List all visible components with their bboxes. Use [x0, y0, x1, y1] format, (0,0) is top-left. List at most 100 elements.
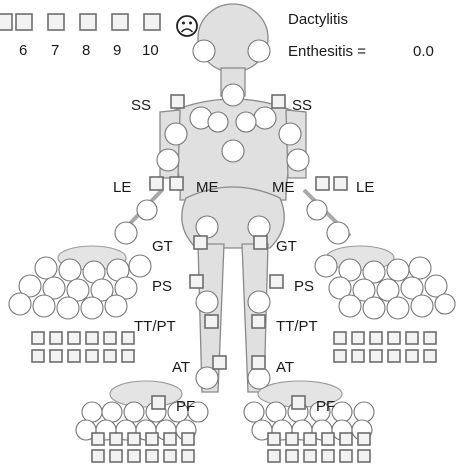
site-box-me-right[interactable]: [316, 177, 329, 190]
site-box-me-left[interactable]: [170, 177, 183, 190]
digit-box[interactable]: [370, 350, 382, 362]
joint-circle[interactable]: [287, 149, 309, 171]
digit-box[interactable]: [358, 450, 370, 462]
site-box-ss-left[interactable]: [171, 95, 184, 108]
site-box-ttpt-right[interactable]: [252, 315, 265, 328]
site-box-ss-right[interactable]: [272, 95, 285, 108]
digit-box[interactable]: [268, 433, 280, 445]
joint-circle[interactable]: [81, 297, 103, 319]
digit-box[interactable]: [182, 450, 194, 462]
digit-box[interactable]: [128, 433, 140, 445]
digit-box[interactable]: [352, 350, 364, 362]
joint-circle[interactable]: [129, 255, 151, 277]
site-box-pf-left[interactable]: [152, 396, 165, 409]
digit-box[interactable]: [352, 332, 364, 344]
joint-circle[interactable]: [137, 200, 157, 220]
joint-circle[interactable]: [254, 107, 276, 129]
digit-box[interactable]: [164, 433, 176, 445]
digit-box[interactable]: [340, 450, 352, 462]
scale-box-5[interactable]: [0, 14, 12, 30]
digit-box[interactable]: [104, 332, 116, 344]
joint-circle[interactable]: [196, 291, 218, 313]
joint-circle[interactable]: [222, 140, 244, 162]
joint-circle[interactable]: [248, 291, 270, 313]
digit-box[interactable]: [334, 350, 346, 362]
digit-box[interactable]: [286, 450, 298, 462]
digit-box[interactable]: [406, 332, 418, 344]
digit-box[interactable]: [110, 450, 122, 462]
joint-circle[interactable]: [196, 367, 218, 389]
digit-box[interactable]: [286, 433, 298, 445]
site-box-ps-left[interactable]: [190, 275, 203, 288]
site-box-gt-right[interactable]: [254, 236, 267, 249]
joint-circle[interactable]: [157, 149, 179, 171]
site-box-ttpt-left[interactable]: [205, 315, 218, 328]
joint-circle[interactable]: [82, 402, 102, 422]
scale-box-8[interactable]: [80, 14, 96, 30]
digit-box[interactable]: [50, 350, 62, 362]
joint-circle[interactable]: [236, 112, 256, 132]
joint-circle[interactable]: [248, 40, 270, 62]
digit-box[interactable]: [182, 433, 194, 445]
digit-box[interactable]: [146, 450, 158, 462]
joint-circle[interactable]: [387, 297, 409, 319]
joint-circle[interactable]: [165, 123, 187, 145]
joint-circle[interactable]: [196, 216, 218, 238]
digit-box[interactable]: [104, 350, 116, 362]
joint-circle[interactable]: [354, 402, 374, 422]
digit-box[interactable]: [370, 332, 382, 344]
joint-circle[interactable]: [35, 257, 57, 279]
digit-box[interactable]: [388, 332, 400, 344]
digit-box[interactable]: [164, 450, 176, 462]
joint-circle[interactable]: [105, 295, 127, 317]
digit-box[interactable]: [86, 332, 98, 344]
digit-box[interactable]: [128, 450, 140, 462]
joint-circle[interactable]: [387, 259, 409, 281]
joint-circle[interactable]: [266, 402, 286, 422]
joint-circle[interactable]: [208, 112, 228, 132]
site-box-le-right[interactable]: [334, 177, 347, 190]
digit-box[interactable]: [304, 450, 316, 462]
digit-box[interactable]: [334, 332, 346, 344]
digit-box[interactable]: [32, 350, 44, 362]
joint-circle[interactable]: [115, 222, 137, 244]
joint-circle[interactable]: [409, 257, 431, 279]
digit-box[interactable]: [110, 433, 122, 445]
joint-circle[interactable]: [102, 402, 122, 422]
digit-box[interactable]: [122, 332, 134, 344]
digit-box[interactable]: [68, 332, 80, 344]
digit-box[interactable]: [146, 433, 158, 445]
scale-box-9[interactable]: [112, 14, 128, 30]
digit-box[interactable]: [358, 433, 370, 445]
digit-box[interactable]: [92, 450, 104, 462]
joint-circle[interactable]: [315, 255, 337, 277]
digit-box[interactable]: [32, 332, 44, 344]
joint-circle[interactable]: [411, 295, 433, 317]
joint-circle[interactable]: [9, 293, 31, 315]
joint-circle[interactable]: [59, 259, 81, 281]
site-box-pf-right[interactable]: [292, 396, 305, 409]
joint-circle[interactable]: [248, 216, 270, 238]
scale-box-7[interactable]: [48, 14, 64, 30]
digit-box[interactable]: [322, 450, 334, 462]
joint-circle[interactable]: [307, 200, 327, 220]
site-box-le-left[interactable]: [150, 177, 163, 190]
digit-box[interactable]: [424, 332, 436, 344]
joint-circle[interactable]: [222, 84, 244, 106]
joint-circle[interactable]: [327, 222, 349, 244]
digit-box[interactable]: [86, 350, 98, 362]
joint-circle[interactable]: [435, 294, 455, 314]
joint-circle[interactable]: [244, 402, 264, 422]
digit-box[interactable]: [406, 350, 418, 362]
joint-circle[interactable]: [57, 297, 79, 319]
site-box-gt-left[interactable]: [194, 236, 207, 249]
digit-box[interactable]: [92, 433, 104, 445]
scale-box-10[interactable]: [144, 14, 160, 30]
joint-circle[interactable]: [33, 295, 55, 317]
site-box-at-right[interactable]: [252, 356, 265, 369]
joint-circle[interactable]: [124, 402, 144, 422]
digit-box[interactable]: [50, 332, 62, 344]
joint-circle[interactable]: [193, 40, 215, 62]
digit-box[interactable]: [424, 350, 436, 362]
site-box-at-left[interactable]: [213, 356, 226, 369]
